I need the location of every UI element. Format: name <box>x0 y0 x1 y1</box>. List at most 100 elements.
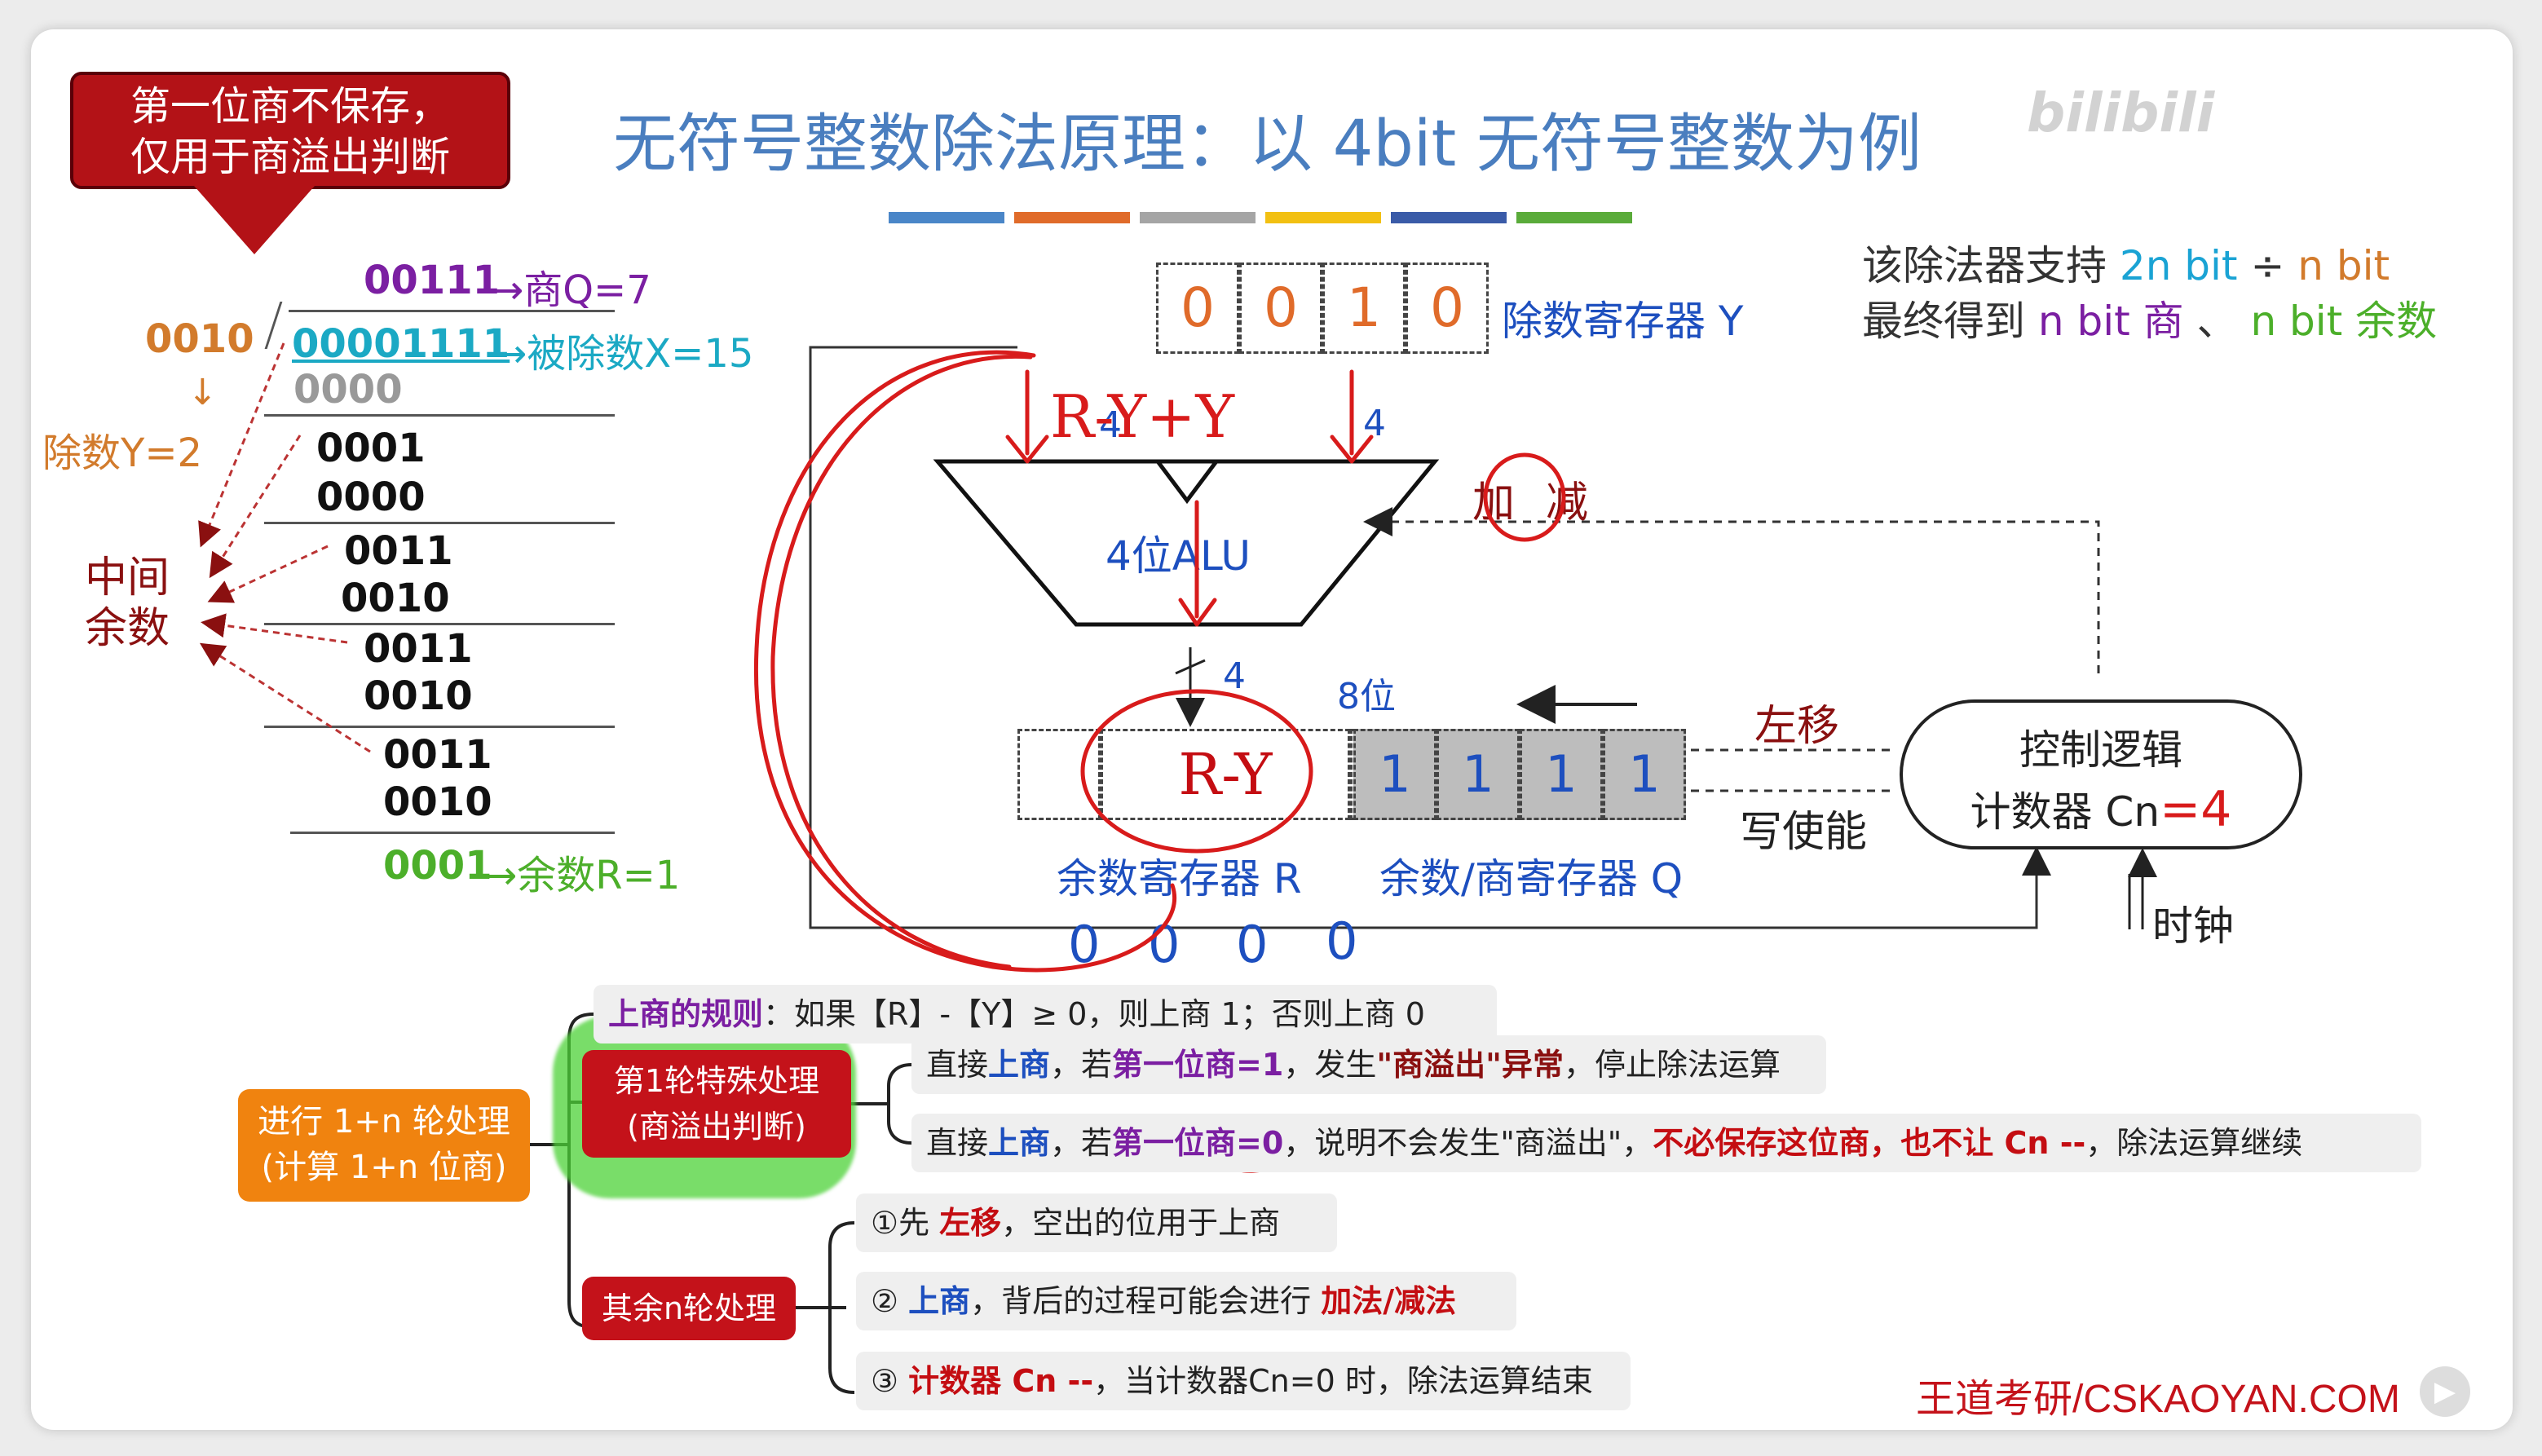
leaf-text: ，发生 <box>1283 1047 1377 1083</box>
step-line <box>264 414 615 417</box>
leaf-text: ③ <box>871 1363 909 1399</box>
step-value: 0011 <box>383 732 492 778</box>
support-text: 、 <box>2196 298 2238 345</box>
step-line <box>290 832 615 834</box>
overflow-leaf: 直接上商，若第一位商=1，发生"商溢出"异常，停止除法运算 <box>911 1035 1826 1094</box>
y-bit-value: 0 <box>1181 276 1215 339</box>
y-register-bit: 0 <box>1156 263 1239 354</box>
leaf-text: ，当计数器Cn=0 时，除法运算结束 <box>1093 1363 1593 1399</box>
division-annotation-arrows <box>198 342 371 753</box>
root-line: 进行 1+n 轮处理 <box>258 1103 510 1141</box>
counter-line: 计数器 Cn=4 <box>1903 779 2299 838</box>
circuit-diagram <box>809 346 2157 929</box>
step-value: 0000 <box>293 367 403 413</box>
q-register-bit: 1 <box>1520 729 1603 820</box>
shifted-bit: 0 <box>1236 915 1269 974</box>
alu-label: 4位ALU <box>1106 532 1251 580</box>
brand-footer: 王道考研/CSKAOYAN.COM <box>1916 1378 2400 1421</box>
rule-head: 上商的规则 <box>608 996 764 1032</box>
quotient-label: →商Q=7 <box>491 267 651 313</box>
scribble-formula: R-Y+Y <box>1050 382 1235 451</box>
leaf-text: ①先 <box>871 1205 940 1241</box>
alu-notch <box>1156 460 1218 505</box>
slide: 无符号整数除法原理：以 4bit 无符号整数为例 bilibili 第一位商不保… <box>31 29 2513 1430</box>
y-bit-value: 1 <box>1347 276 1381 339</box>
callout-line: 仅用于商溢出判断 <box>130 134 450 180</box>
q-register-bit: 1 <box>1353 729 1436 820</box>
y-register-bit: 1 <box>1322 263 1406 354</box>
leaf-text: 上商 <box>908 1283 971 1319</box>
r-register-body: R-Y <box>1101 729 1350 820</box>
q-bit-value: 1 <box>1545 744 1578 804</box>
leaf-text: ，若 <box>1050 1047 1113 1083</box>
alu-shape <box>933 459 1440 627</box>
leaf-text: 加法/减法 <box>1321 1283 1457 1319</box>
counter-label: 计数器 Cn <box>1970 788 2160 836</box>
q-bit-value: 1 <box>1628 744 1661 804</box>
leaf-text: ，说明不会发生"商溢出"， <box>1283 1125 1653 1161</box>
step-leaf: ② 上商，背后的过程可能会进行 加法/减法 <box>856 1272 1516 1330</box>
step-leaf: ①先 左移，空出的位用于上商 <box>856 1193 1337 1252</box>
leaf-text: ，背后的过程可能会进行 <box>970 1283 1322 1319</box>
step-line <box>264 726 615 728</box>
y-register-bit: 0 <box>1239 263 1322 354</box>
first-round-node: 第1轮特殊处理 (商溢出判断) <box>582 1050 851 1158</box>
r-register-content: R-Y <box>1178 741 1273 808</box>
leaf-text: 左移 <box>939 1205 1002 1241</box>
add-signal-label: 加 <box>1472 479 1516 527</box>
leaf-text: 上商 <box>988 1047 1051 1083</box>
callout-pointer <box>194 186 315 254</box>
shift-left-label: 左移 <box>1754 702 1840 751</box>
leaf-text: 不必保存这位商，也不让 Cn -- <box>1653 1125 2086 1161</box>
y-bit-value: 0 <box>1264 276 1298 339</box>
leaf-text: 上商 <box>988 1125 1051 1161</box>
leaf-text: ② <box>871 1283 909 1319</box>
step-value: 0011 <box>364 626 473 672</box>
title-stripe <box>1516 212 1632 223</box>
q-width-label: 8位 <box>1337 676 1396 717</box>
first-round-line: 第1轮特殊处理 <box>613 1063 820 1099</box>
callout-box: 第一位商不保存， 仅用于商溢出判断 <box>70 72 510 189</box>
control-logic-unit: 控制逻辑 计数器 Cn=4 <box>1900 699 2302 849</box>
step-value: 0001 <box>316 426 426 471</box>
counter-value: =4 <box>2160 781 2232 838</box>
step-value: 0010 <box>364 673 473 719</box>
leaf-text: 直接 <box>926 1125 989 1161</box>
step-line <box>264 623 615 625</box>
division-bar <box>289 310 615 312</box>
remainder-label: →余数R=1 <box>484 853 681 898</box>
step-line <box>264 522 615 524</box>
root-line: (计算 1+n 位商) <box>261 1149 507 1186</box>
support-text: n bit 商 <box>2037 298 2184 345</box>
support-line: 最终得到 n bit 商 、 n bit 余数 <box>1862 289 2437 347</box>
r-register-bit <box>1017 729 1101 820</box>
step-value: 0011 <box>344 528 453 574</box>
q-bit-value: 1 <box>1379 744 1411 804</box>
overflow-leaf: 直接上商，若第一位商=0，说明不会发生"商溢出"，不必保存这位商，也不让 Cn … <box>911 1114 2421 1172</box>
bus-width-label: 4 <box>1223 655 1246 697</box>
bilibili-watermark: bilibili <box>2027 82 2215 144</box>
title-stripe <box>1265 212 1381 223</box>
q-register-label: 余数/商寄存器 Q <box>1379 855 1684 902</box>
remainder-bits: 0001 <box>383 843 492 889</box>
rule-leaf: 上商的规则：如果【R】-【Y】≥ 0，则上商 1；否则上商 0 <box>594 985 1497 1043</box>
leaf-text: ，除法运算继续 <box>2085 1125 2303 1161</box>
rest-rounds-node: 其余n轮处理 <box>582 1277 796 1340</box>
support-text: ÷ <box>2250 242 2285 289</box>
q-register-bit: 1 <box>1436 729 1520 820</box>
q-register-bit: 1 <box>1603 729 1686 820</box>
middle-remainder-label: 余数 <box>85 604 170 653</box>
support-text: n bit 余数 <box>2250 298 2438 345</box>
leaf-text: 第一位商=1 <box>1112 1047 1284 1083</box>
bus-width-label: 4 <box>1363 403 1386 444</box>
q-bit-value: 1 <box>1462 744 1494 804</box>
play-icon[interactable]: ▶ <box>2420 1366 2470 1417</box>
control-label: 控制逻辑 <box>2019 726 2182 774</box>
y-register-bit: 0 <box>1406 263 1489 354</box>
y-bit-value: 0 <box>1430 276 1464 339</box>
title-stripe <box>1140 212 1256 223</box>
callout-line: 第一位商不保存， <box>130 83 450 130</box>
step-leaf: ③ 计数器 Cn --，当计数器Cn=0 时，除法运算结束 <box>856 1352 1631 1410</box>
leaf-text: 第一位商=0 <box>1112 1125 1284 1161</box>
step-value: 0000 <box>316 474 426 520</box>
